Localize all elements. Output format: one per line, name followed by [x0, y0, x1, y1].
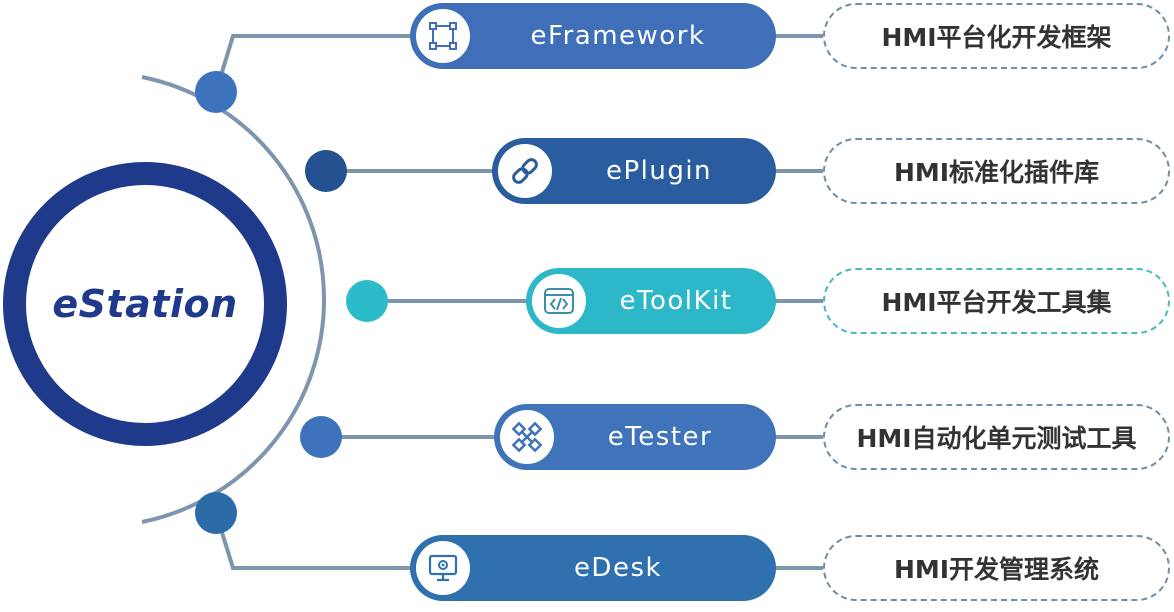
module-eplugin-description: HMI标准化插件库: [823, 138, 1170, 204]
hub-label: eStation: [52, 282, 238, 326]
module-edesk-description: HMI开发管理系统: [823, 535, 1170, 601]
code-window-icon: [532, 274, 586, 328]
module-edesk-pill[interactable]: eDesk: [410, 535, 776, 601]
module-etoolkit-description: HMI平台开发工具集: [823, 268, 1170, 334]
description-label: HMI自动化单元测试工具: [856, 424, 1137, 453]
monitor-gear-icon: [416, 541, 470, 595]
module-label: eToolKit: [619, 286, 733, 316]
module-eframework-pill[interactable]: eFramework: [410, 3, 776, 69]
module-label: ePlugin: [605, 156, 713, 186]
network-test-icon: [500, 410, 554, 464]
description-label: HMI开发管理系统: [893, 555, 1100, 584]
module-label: eTester: [607, 422, 713, 452]
connector-edesk: [214, 512, 420, 570]
node-eframework: [195, 71, 237, 113]
link-chain-icon: [498, 144, 552, 198]
node-etoolkit: [346, 280, 388, 322]
center-hub: eStation: [3, 162, 287, 446]
main-arc: [141, 75, 327, 524]
module-label: eDesk: [573, 553, 663, 583]
module-etoolkit-pill[interactable]: eToolKit: [526, 268, 776, 334]
node-edesk: [195, 492, 237, 534]
module-etester-pill[interactable]: eTester: [494, 404, 776, 470]
description-label: HMI平台开发工具集: [881, 288, 1112, 317]
frame-select-icon: [416, 9, 470, 63]
module-eframework-description: HMI平台化开发框架: [823, 3, 1170, 69]
module-label: eFramework: [530, 21, 706, 51]
module-etester-description: HMI自动化单元测试工具: [823, 404, 1170, 470]
description-label: HMI平台化开发框架: [881, 23, 1112, 52]
node-eplugin: [305, 150, 347, 192]
module-eplugin-pill[interactable]: ePlugin: [492, 138, 776, 204]
description-label: HMI标准化插件库: [893, 158, 1100, 187]
connector-eframework: [214, 34, 420, 93]
node-etester: [300, 416, 342, 458]
